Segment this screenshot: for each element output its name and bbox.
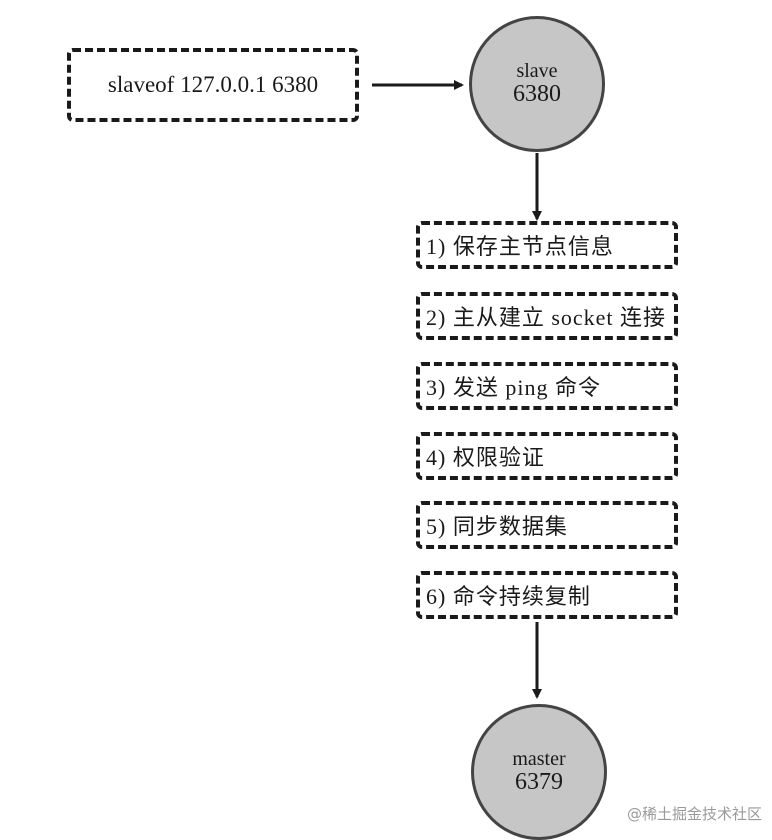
master-node-name: master: [512, 747, 566, 770]
slaveof-command-box: slaveof 127.0.0.1 6380: [67, 48, 359, 122]
slaveof-command-text: slaveof 127.0.0.1 6380: [107, 72, 319, 97]
step-box-2: 2) 主从建立 socket 连接: [416, 292, 678, 340]
watermark-text: @稀土掘金技术社区: [626, 805, 762, 823]
step-label: 3) 发送 ping 命令: [426, 375, 601, 400]
step-box-6: 6) 命令持续复制: [416, 571, 678, 619]
slave-node-name: slave: [516, 59, 558, 82]
step-label: 6) 命令持续复制: [426, 584, 591, 609]
master-node: master 6379: [471, 704, 607, 840]
step-box-5: 5) 同步数据集: [416, 501, 678, 549]
step-label: 2) 主从建立 socket 连接: [426, 305, 667, 330]
step-label: 4) 权限验证: [426, 445, 545, 470]
master-node-port: 6379: [515, 768, 563, 795]
step-box-3: 3) 发送 ping 命令: [416, 362, 678, 410]
step-label: 1) 保存主节点信息: [426, 234, 614, 259]
slave-node: slave 6380: [469, 16, 605, 152]
slave-node-port: 6380: [513, 80, 561, 107]
step-box-1: 1) 保存主节点信息: [416, 221, 678, 269]
step-box-4: 4) 权限验证: [416, 432, 678, 480]
step-label: 5) 同步数据集: [426, 514, 568, 539]
